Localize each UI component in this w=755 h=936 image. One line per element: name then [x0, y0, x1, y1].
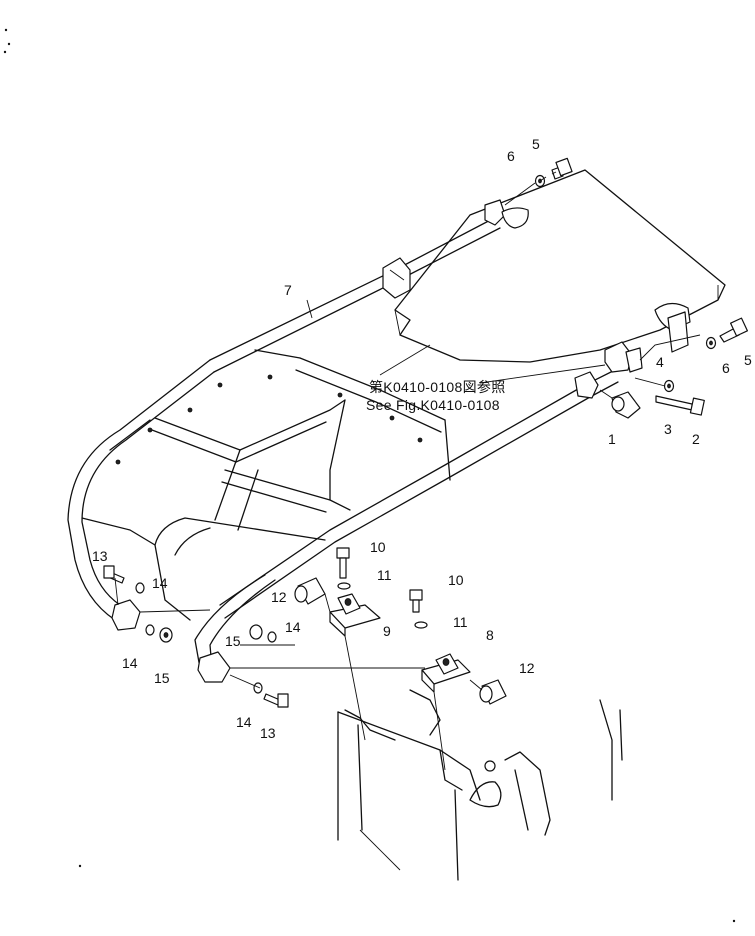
callout-6: 6 — [507, 148, 515, 164]
callout-14-left: 14 — [122, 655, 138, 671]
callout-13-lower: 13 — [260, 725, 276, 741]
callout-14-mid: 14 — [285, 619, 301, 635]
scan-specks — [3, 28, 736, 923]
bolt-part-5-lower — [719, 317, 748, 343]
callout-4: 4 — [656, 354, 664, 370]
nut-part-15-b — [249, 624, 263, 640]
bracket-right — [604, 341, 643, 373]
bolt-part-10-right — [409, 589, 423, 613]
rail-clamp-rear — [484, 199, 529, 229]
callout-1: 1 — [608, 431, 616, 447]
bolt-part-5-upper — [551, 157, 573, 180]
callout-15-mid: 15 — [225, 633, 241, 649]
callout-10-left: 10 — [370, 539, 386, 555]
leader-lines — [114, 176, 701, 771]
reference-note-jp: 第K0410-0108図参照 — [369, 379, 506, 395]
mount-left-lower — [111, 599, 231, 683]
washer-part-14-a — [135, 582, 145, 594]
washer-part-14-b — [145, 624, 155, 636]
callout-5: 5 — [532, 136, 540, 152]
callout-8: 8 — [486, 627, 494, 643]
washer-part-14-c — [267, 631, 277, 643]
reference-note-en: See Fig.K0410-0108 — [366, 397, 500, 413]
bushing-part-1 — [611, 391, 641, 419]
callout-10-right: 10 — [448, 572, 464, 588]
rail-clamp-front — [574, 371, 599, 399]
bracket-part-8 — [421, 653, 471, 693]
callout-13-left: 13 — [92, 548, 108, 564]
machine-frame-lower — [337, 689, 623, 881]
callout-11-left: 11 — [377, 567, 392, 583]
callout-9: 9 — [383, 623, 391, 639]
callout-5-right: 5 — [744, 352, 752, 368]
callout-2: 2 — [692, 431, 700, 447]
washer-part-6-lower — [705, 336, 717, 350]
callout-7: 7 — [284, 282, 292, 298]
guard-frame — [67, 214, 619, 669]
nut-part-15-a — [159, 627, 173, 643]
washer-part-3 — [663, 379, 675, 393]
callout-labels: 6 5 7 4 6 5 3 2 1 第K0410-0108図参照 See Fig… — [92, 136, 752, 741]
callout-3: 3 — [664, 421, 672, 437]
callout-12-left: 12 — [271, 589, 287, 605]
bolt-part-2 — [655, 395, 705, 416]
bolt-part-13-lower — [263, 693, 289, 708]
bolt-part-13-left — [103, 565, 125, 584]
callout-14-lower: 14 — [236, 714, 252, 730]
callout-11-right: 11 — [453, 614, 468, 630]
washer-part-14-d — [253, 682, 263, 694]
bushing-part-12-left — [294, 577, 326, 605]
callout-12-right: 12 — [519, 660, 535, 676]
cover-plate — [394, 169, 726, 363]
callout-15-left: 15 — [154, 670, 170, 686]
rail-clamp-upper — [382, 257, 411, 299]
bracket-rear-right — [654, 302, 691, 353]
washer-part-11-left — [337, 582, 351, 590]
callout-6-right: 6 — [722, 360, 730, 376]
bracket-part-9 — [329, 593, 381, 637]
bolt-part-10-left — [336, 547, 350, 579]
callout-14-upper: 14 — [152, 575, 168, 591]
bushing-part-12-right — [479, 679, 507, 705]
washer-part-11-right — [414, 621, 428, 629]
